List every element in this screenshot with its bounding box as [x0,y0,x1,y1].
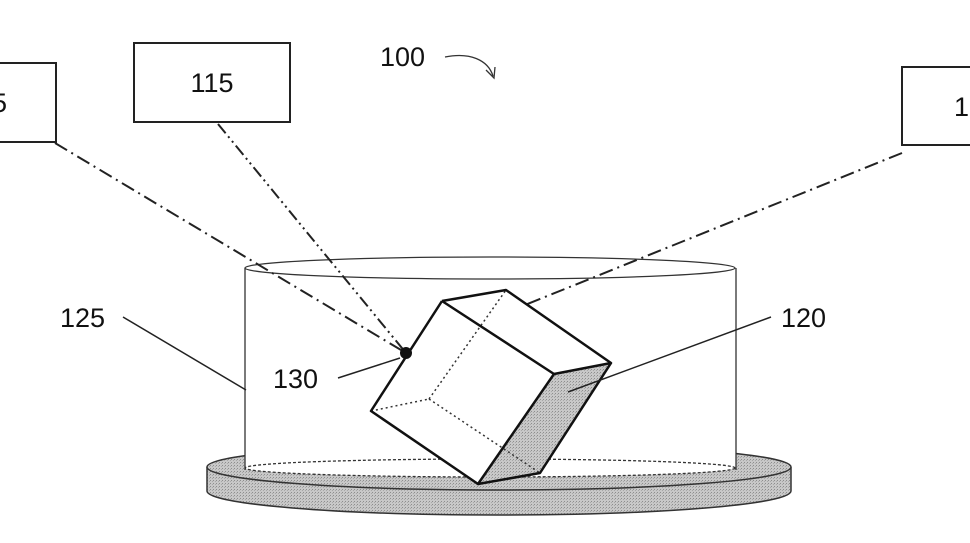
left-box-label: 5 [0,88,7,118]
point-callout-label: 130 [273,364,318,394]
object-callout-label: 120 [781,303,826,333]
tilted-cube [369,288,613,486]
right-box-label: 1 [954,92,969,122]
reference-numeral: 100 [380,42,425,72]
beam-from-left-box [54,142,407,354]
container-callout-label: 125 [60,303,105,333]
object-leader-line [567,316,772,393]
top-source-box: 115 [133,42,291,123]
reference-arrow [444,54,494,77]
left-source-box: 5 [0,62,57,143]
top-box-label: 115 [190,68,233,98]
point-leader-line [337,357,401,379]
reference-arrowhead [485,66,496,80]
container-leader-line [122,316,247,391]
beam-from-top-box [217,123,407,354]
focal-point [400,347,412,359]
right-source-box: 1 [901,66,970,146]
